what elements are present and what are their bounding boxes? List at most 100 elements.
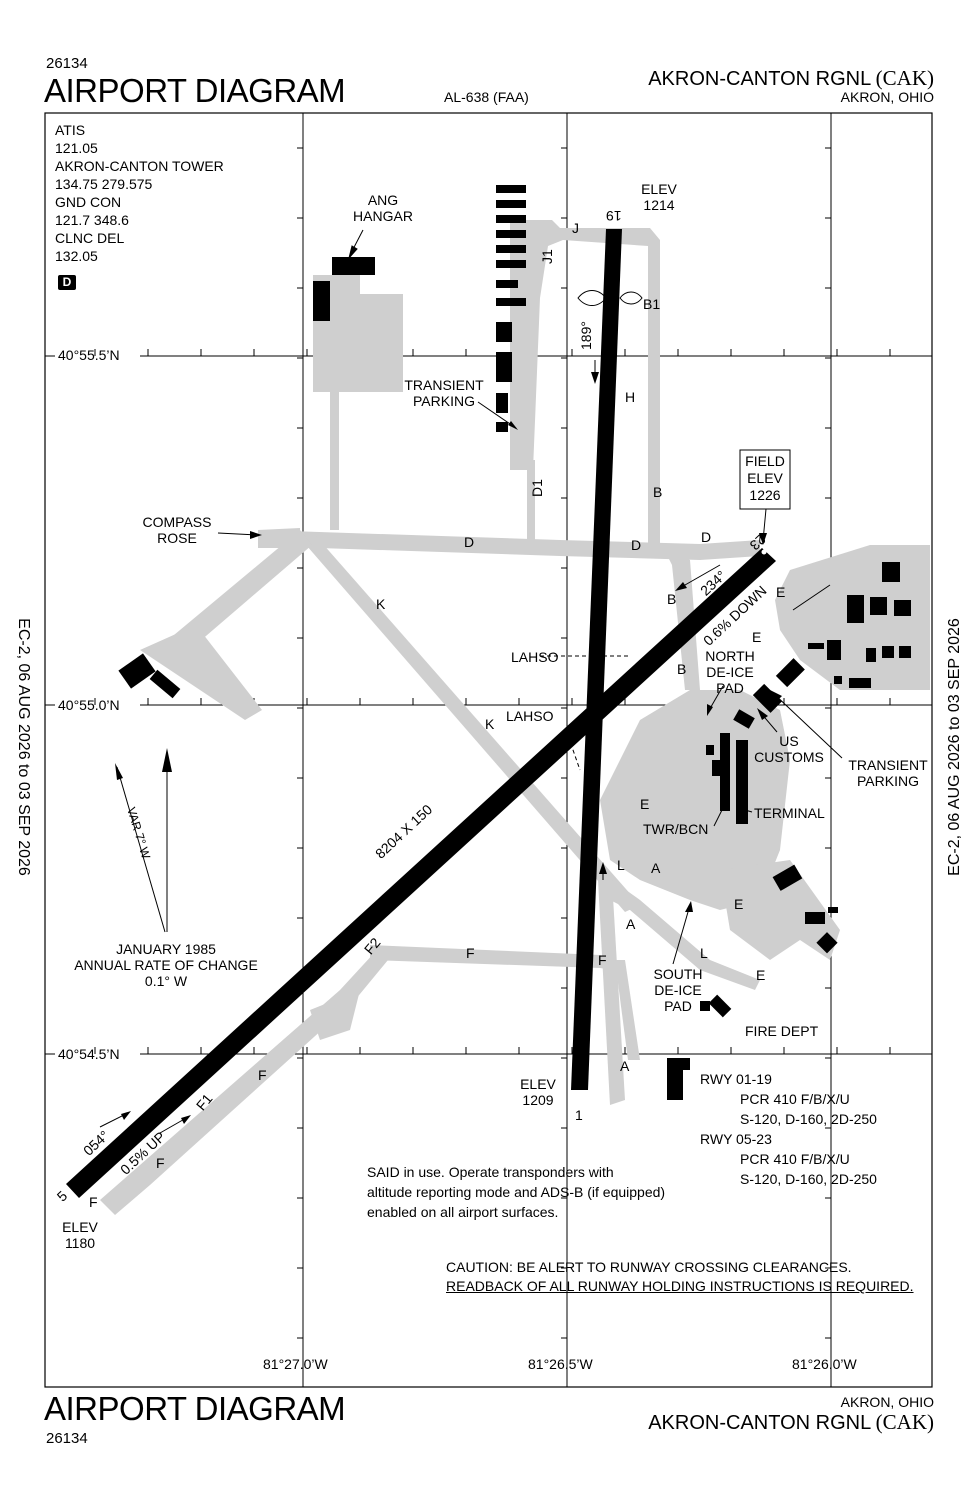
- pavement: [100, 220, 930, 1215]
- elev-label: ELEV: [62, 1219, 98, 1235]
- footer-title: AIRPORT DIAGRAM: [44, 1390, 346, 1427]
- label-line: SOUTH: [653, 966, 703, 982]
- annual-rate-of-change: JANUARY 1985 ANNUAL RATE OF CHANGE 0.1° …: [60, 941, 272, 989]
- freq-line: ATIS: [55, 122, 86, 138]
- taxiway-label: E: [756, 967, 766, 983]
- field-elev-line: ELEV: [747, 470, 783, 486]
- rwy19-elev: ELEV 1214: [639, 181, 679, 213]
- taxiway-label: D: [464, 534, 475, 550]
- runway-05-23: [66, 548, 776, 1198]
- lat-label: 40°55.5’N: [58, 347, 120, 363]
- taxiway-label: E: [752, 629, 762, 645]
- footer-airport-ident: (CAK): [875, 1410, 934, 1434]
- label-line: ROSE: [157, 530, 197, 546]
- procedure-id: AL-638 (FAA): [444, 89, 529, 105]
- label-line: US: [779, 733, 799, 749]
- pcr-line: RWY 01-19: [700, 1071, 772, 1087]
- runways: [66, 229, 776, 1198]
- freq-line: 134.75 279.575: [55, 176, 153, 192]
- airport-ident: (CAK): [875, 66, 934, 90]
- lon-label: 81°27.0’W: [263, 1356, 328, 1372]
- label-line: TRANSIENT: [848, 757, 928, 773]
- heading-189: 189°: [578, 321, 594, 350]
- label-line: PARKING: [857, 773, 919, 789]
- freq-line: 121.7 348.6: [55, 212, 129, 228]
- north-deice-label: NORTH DE-ICE PAD: [697, 648, 763, 696]
- taxiway-label: B: [667, 591, 677, 607]
- footer-airport-name: AKRON-CANTON RGNL: [648, 1412, 872, 1434]
- taxiway-label: E: [640, 796, 650, 812]
- transient-parking-east-label: TRANSIENT PARKING: [845, 757, 931, 789]
- note-line: altitude reporting mode and ADS-B (if eq…: [367, 1184, 666, 1200]
- rwy1-elev: ELEV 1209: [518, 1076, 558, 1108]
- runway-01-19: [571, 229, 622, 1090]
- twr-bcn-label: TWR/BCN: [643, 821, 709, 837]
- arrowheads: [115, 372, 782, 1124]
- rate-line: JANUARY 1985: [116, 941, 216, 957]
- pcr-line: PCR 410 F/B/X/U: [740, 1151, 850, 1167]
- lahso-label-2: LAHSO: [506, 708, 554, 724]
- footer-airport: AKRON-CANTON RGNL (CAK): [648, 1410, 934, 1435]
- lahso-label: LAHSO: [511, 649, 559, 665]
- taxiway-label: J1: [539, 249, 555, 264]
- taxiway-label: E: [776, 584, 786, 600]
- field-elev-value: 1226: [749, 487, 781, 503]
- elev-value: 1214: [643, 197, 675, 213]
- compass-rose-label: COMPASS ROSE: [135, 514, 219, 546]
- label-line: TRANSIENT: [404, 377, 484, 393]
- taxiway-label: K: [485, 716, 495, 732]
- chart-id: 26134: [46, 55, 88, 72]
- label-line: DE-ICE: [654, 982, 702, 998]
- buildings: [118, 185, 911, 1100]
- pcr-block: RWY 01-19 PCR 410 F/B/X/U S-120, D-160, …: [700, 1069, 877, 1189]
- field-elev: FIELD ELEV 1226: [740, 453, 790, 504]
- taxiway-label: F: [466, 945, 475, 961]
- taxiway-label: A: [626, 916, 636, 932]
- ang-hangar-label: ANG HANGAR: [350, 192, 416, 224]
- elev-value: 1209: [522, 1092, 554, 1108]
- taxiway-label: B: [653, 484, 663, 500]
- taxiway-label: L: [617, 857, 625, 873]
- taxiway-label: L: [700, 945, 708, 961]
- freq-line: GND CON: [55, 194, 122, 210]
- label-line: HANGAR: [353, 208, 413, 224]
- taxiway-label: F: [156, 1155, 165, 1171]
- said-note: SAID in use. Operate transponders with a…: [367, 1162, 665, 1222]
- taxiway-label: E: [734, 896, 744, 912]
- taxiway-label: A: [620, 1058, 630, 1074]
- rwy-19-end: 19: [606, 208, 622, 224]
- terminal-label: TERMINAL: [754, 805, 825, 821]
- rate-line: 0.1° W: [144, 973, 188, 989]
- fire-dept-label: FIRE DEPT: [745, 1023, 819, 1039]
- us-customs-label: US CUSTOMS: [752, 733, 826, 765]
- heading-009: 009°: [581, 892, 597, 921]
- pcr-line: PCR 410 F/B/X/U: [740, 1091, 850, 1107]
- lat-label: 40°54.5’N: [58, 1046, 120, 1062]
- field-elev-box: [739, 449, 791, 510]
- lat-label: 40°55.0’N: [58, 697, 120, 713]
- airport-header: AKRON-CANTON RGNL (CAK): [648, 66, 934, 91]
- taxiway-label: D1: [529, 479, 545, 497]
- freq-line: 132.05: [55, 248, 98, 264]
- map-frame: [44, 112, 933, 1388]
- taxiway-label: D: [631, 537, 642, 553]
- field-elev-line: FIELD: [745, 453, 785, 469]
- footer-location: AKRON, OHIO: [840, 1394, 934, 1410]
- south-deice-label: SOUTH DE-ICE PAD: [645, 966, 711, 1014]
- chart-title: AIRPORT DIAGRAM: [44, 72, 346, 109]
- taxiway-label: F: [598, 952, 607, 968]
- taxiway-label: B: [677, 661, 687, 677]
- rwy5-elev: ELEV 1180: [60, 1219, 100, 1251]
- label-line: CUSTOMS: [754, 749, 824, 765]
- label-line: NORTH: [705, 648, 755, 664]
- grid-ticks: [94, 147, 891, 1339]
- rwy-1-end: 1: [575, 1107, 583, 1123]
- taxiway-label: J: [572, 220, 579, 236]
- label-line: PARKING: [413, 393, 475, 409]
- airport-location: AKRON, OHIO: [840, 89, 934, 105]
- elev-label: ELEV: [641, 181, 677, 197]
- frequency-block: ATIS 121.05 AKRON-CANTON TOWER 134.75 27…: [55, 121, 224, 265]
- taxiway-label: A: [651, 860, 661, 876]
- label-line: PAD: [664, 998, 692, 1014]
